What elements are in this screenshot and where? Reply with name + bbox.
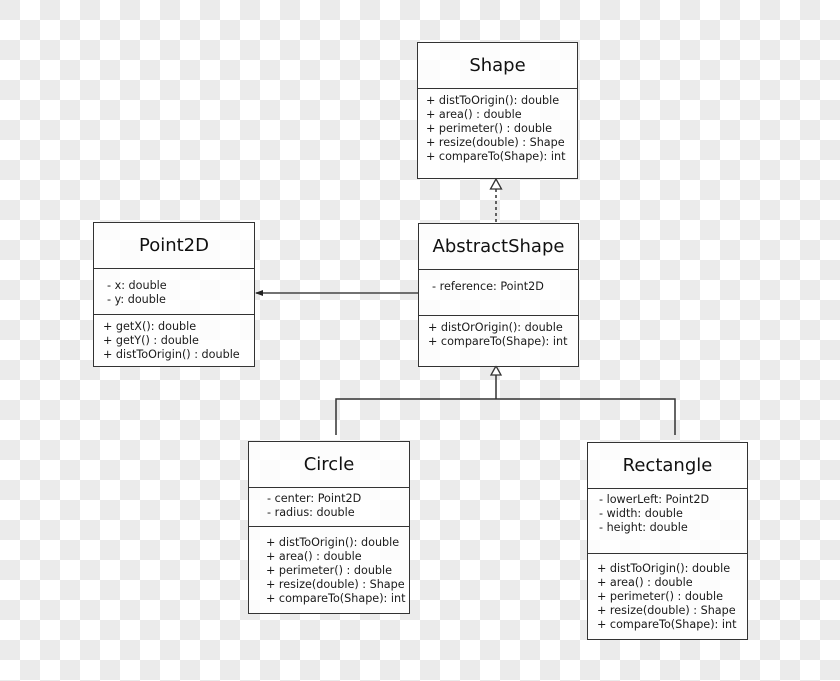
operation: + perimeter() : double bbox=[266, 564, 393, 577]
operation: + compareTo(Shape): int bbox=[266, 592, 406, 605]
operation: + perimeter() : double bbox=[597, 590, 724, 603]
class-name: Point2D bbox=[138, 235, 209, 256]
operation: + resize(double) : Shape bbox=[266, 578, 405, 591]
operation: + distToOrigin(): double bbox=[597, 562, 731, 575]
operation: + area() : double bbox=[266, 550, 362, 563]
attribute: - x: double bbox=[107, 279, 167, 292]
class-shape[interactable]: Shape + distToOrigin(): double + area() … bbox=[417, 42, 578, 179]
class-point2d[interactable]: Point2D - x: double - y: double + getX()… bbox=[93, 222, 255, 367]
operation: + area() : double bbox=[597, 576, 693, 589]
class-circle[interactable]: Circle - center: Point2D - radius: doubl… bbox=[248, 441, 410, 614]
attribute: - radius: double bbox=[267, 506, 355, 519]
attribute: - center: Point2D bbox=[267, 492, 362, 505]
class-name: AbstractShape bbox=[432, 236, 565, 257]
class-operations: + distToOrigin(): double + area() : doub… bbox=[588, 553, 747, 639]
class-attributes: - lowerLeft: Point2D - width: double - h… bbox=[588, 488, 747, 553]
class-attributes: - center: Point2D - radius: double bbox=[249, 487, 409, 526]
operation: + distToOrigin() : double bbox=[103, 348, 240, 361]
class-attributes: - reference: Point2D bbox=[419, 269, 578, 315]
operation: + compareTo(Shape): int bbox=[597, 618, 737, 631]
operation: + compareTo(Shape): int bbox=[428, 335, 568, 348]
operation: + distToOrigin(): double bbox=[266, 536, 400, 549]
attribute: - y: double bbox=[107, 293, 166, 306]
class-operations: + distToOrigin(): double + area() : doub… bbox=[418, 88, 577, 178]
class-rectangle[interactable]: Rectangle - lowerLeft: Point2D - width: … bbox=[587, 442, 748, 640]
class-operations: + distToOrigin(): double + area() : doub… bbox=[249, 526, 409, 613]
operation: + getX(): double bbox=[103, 320, 197, 333]
attribute: - lowerLeft: Point2D bbox=[599, 493, 710, 506]
operation: + resize(double) : Shape bbox=[597, 604, 736, 617]
class-operations: + getX(): double + getY() : double + dis… bbox=[94, 314, 254, 366]
class-abstract-shape[interactable]: AbstractShape - reference: Point2D + dis… bbox=[418, 223, 579, 367]
operation: + area() : double bbox=[426, 108, 522, 121]
hollow-triangle-icon bbox=[489, 177, 503, 190]
class-name: Shape bbox=[469, 55, 526, 76]
generalization-arrow bbox=[335, 364, 676, 435]
operation: + getY() : double bbox=[103, 334, 199, 347]
attribute: - height: double bbox=[599, 521, 688, 534]
realization-arrow bbox=[489, 177, 503, 223]
filled-arrowhead-icon bbox=[255, 290, 263, 296]
hollow-triangle-icon bbox=[489, 364, 503, 376]
operation: + resize(double) : Shape bbox=[426, 136, 565, 149]
operation: + distOrOrigin(): double bbox=[428, 321, 563, 334]
attribute: - reference: Point2D bbox=[432, 280, 544, 293]
operation: + compareTo(Shape): int bbox=[426, 150, 566, 163]
class-name: Rectangle bbox=[622, 455, 713, 476]
association-arrow bbox=[255, 290, 418, 296]
operation: + distToOrigin(): double bbox=[426, 94, 560, 107]
attribute: - width: double bbox=[599, 507, 683, 520]
class-attributes: - x: double - y: double bbox=[94, 268, 254, 314]
class-operations: + distOrOrigin(): double + compareTo(Sha… bbox=[419, 315, 578, 366]
operation: + perimeter() : double bbox=[426, 122, 553, 135]
class-name: Circle bbox=[303, 454, 355, 475]
